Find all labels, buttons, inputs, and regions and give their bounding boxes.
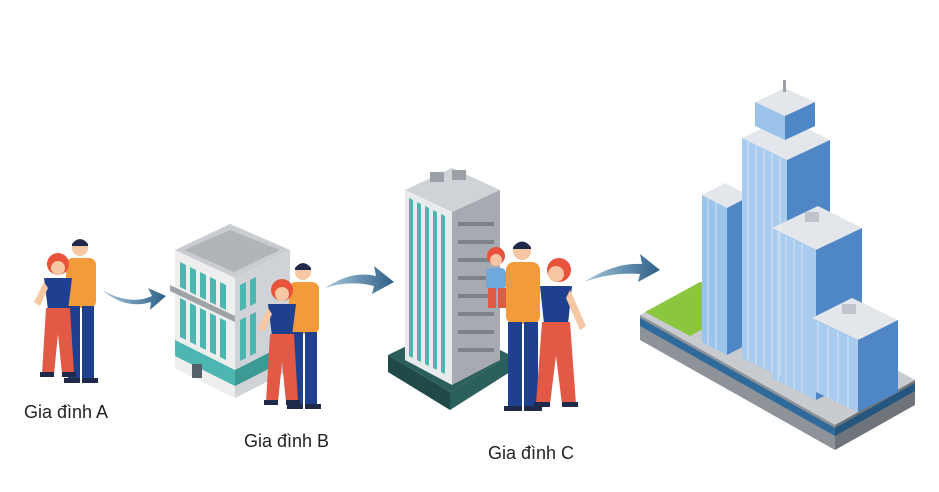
woman-figure [34,253,76,377]
man-figure [504,241,542,411]
child-figure [486,247,506,308]
family-c-group [486,241,586,411]
family-b-label: Gia đình B [244,431,330,451]
building-c [388,168,510,410]
arrow-icon [325,266,394,294]
arrow-icon [102,288,166,310]
arrow-icon [584,254,660,282]
woman-figure [258,279,300,405]
man-figure [287,263,321,409]
woman-figure [534,258,586,407]
family-b-couple [258,263,321,409]
family-a-couple [34,239,98,383]
family-a-label: Gia đình A [24,402,109,422]
family-c-label: Gia đình C [488,443,575,463]
building-complex [640,80,915,450]
